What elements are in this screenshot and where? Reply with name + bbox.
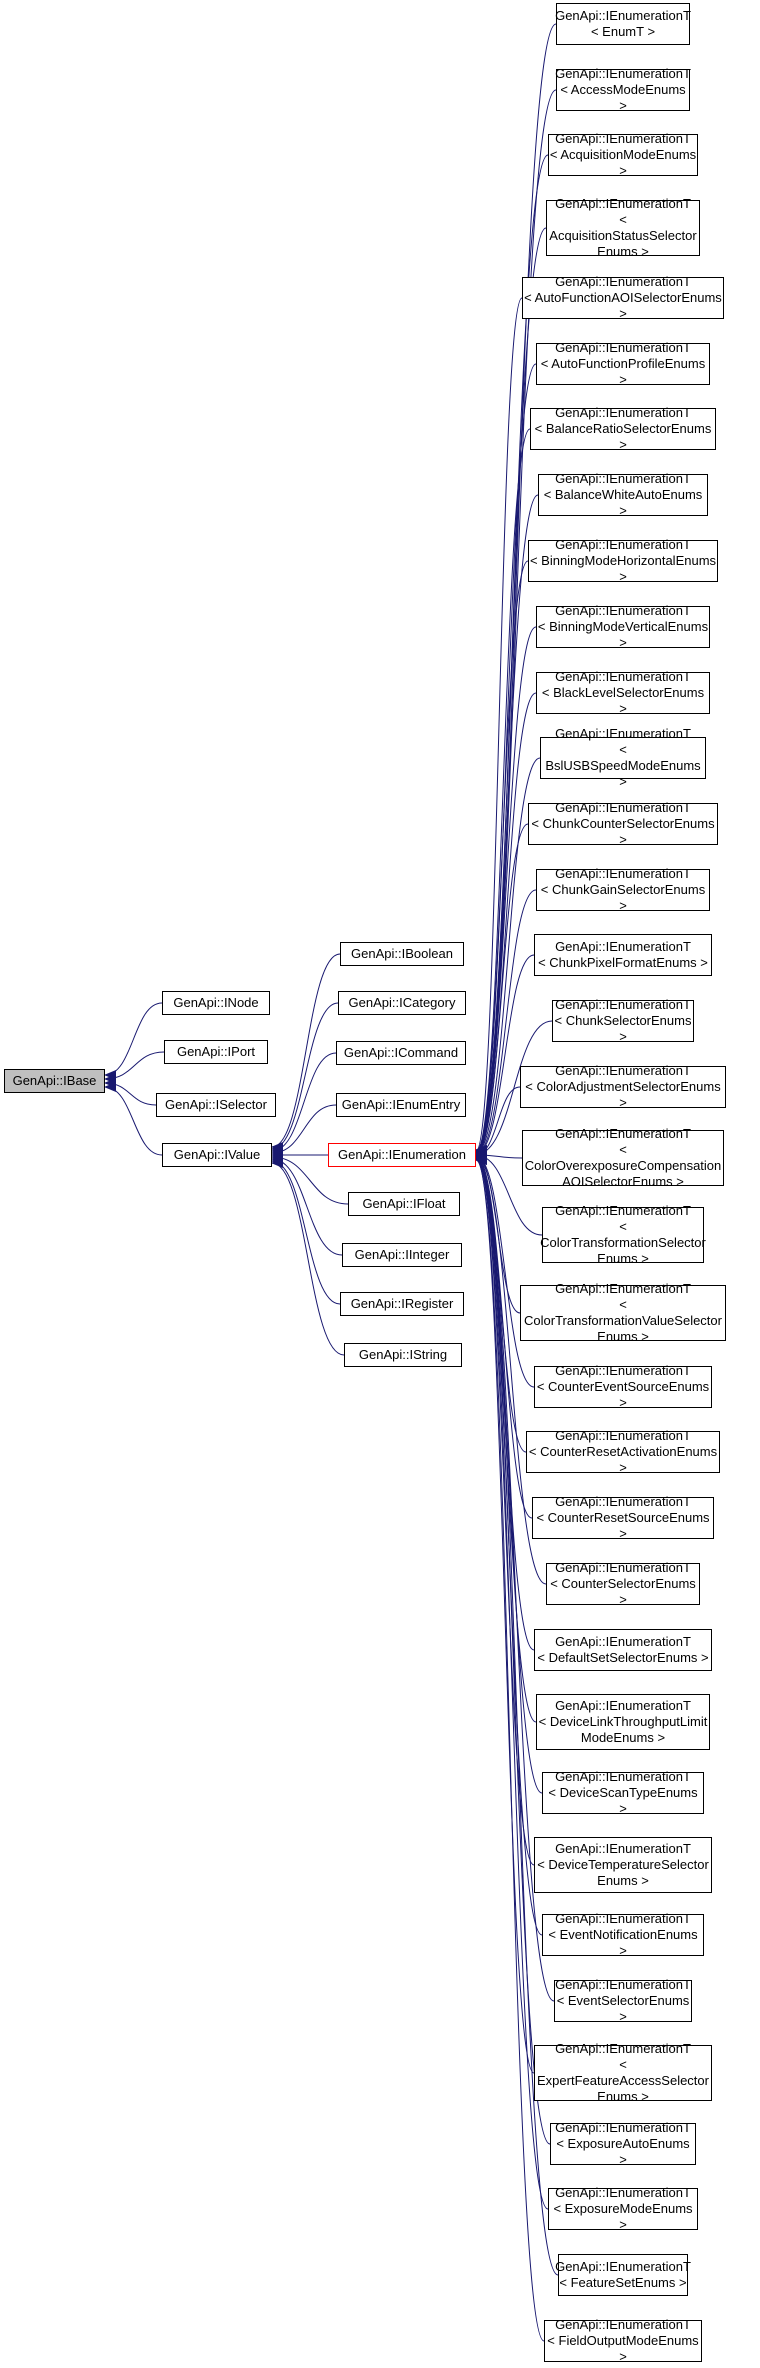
edge-to-ivalue [271,1156,341,1305]
enum-template-node[interactable]: GenApi::IEnumerationT < BlackLevelSelect… [536,669,710,716]
edge-to-ibase [104,1082,163,1156]
enum-template-node[interactable]: GenApi::IEnumerationT < ExposureAutoEnum… [550,2120,696,2167]
enum-template-node[interactable]: GenApi::IEnumerationT < BinningModeHoriz… [528,537,718,584]
edge-to-ivalue [271,1104,337,1158]
node-icommand[interactable]: GenApi::ICommand [336,1041,466,1065]
node-ifloat[interactable]: GenApi::IFloat [348,1192,460,1216]
enum-template-node[interactable]: GenApi::IEnumerationT < FieldOutputModeE… [544,2317,702,2364]
edge-to-ivalue [271,1158,345,1356]
edge-to-ivalue [271,1052,337,1156]
enum-template-node[interactable]: GenApi::IEnumerationT < DefaultSetSelect… [534,1629,712,1671]
node-ivalue[interactable]: GenApi::IValue [162,1143,272,1167]
edge-to-ienumeration [475,889,537,1159]
enum-template-node[interactable]: GenApi::IEnumerationT < ColorTransformat… [540,1203,706,1266]
enum-template-node[interactable]: GenApi::IEnumerationT < AutoFunctionProf… [536,340,710,387]
edge-to-ibase [104,1002,163,1080]
edge-to-ienumeration [475,1155,559,2276]
enum-template-node[interactable]: GenApi::IEnumerationT < BslUSBSpeedModeE… [540,726,706,789]
enum-template-node[interactable]: GenApi::IEnumerationT < AcquisitionStatu… [546,196,700,259]
enum-template-node[interactable]: GenApi::IEnumerationT < BalanceWhiteAuto… [538,471,708,518]
enum-template-node[interactable]: GenApi::IEnumerationT < ChunkSelectorEnu… [552,997,694,1044]
edge-to-ivalue [271,1152,349,1205]
edge-to-ienumeration [475,428,531,1157]
enum-template-node[interactable]: GenApi::IEnumerationT < ExpertFeatureAcc… [534,2041,712,2104]
enum-template-node[interactable]: GenApi::IEnumerationT < ColorAdjustmentS… [520,1063,726,1110]
node-iinteger[interactable]: GenApi::IInteger [342,1243,462,1267]
edge-to-ienumeration [475,1153,555,2002]
edge-to-ienumeration [475,1150,535,1388]
edge-to-ienumeration [475,1153,535,1866]
enum-template-node[interactable]: GenApi::IEnumerationT < ColorOverexposur… [522,1126,724,1189]
edge-to-ienumeration [475,757,541,1159]
enum-template-node[interactable]: GenApi::IEnumerationT < EnumT > [555,3,691,45]
edge-to-ienumeration [475,954,535,1160]
edge-to-ienumeration [475,1020,553,1160]
edge-to-ienumeration [475,1151,533,1519]
edge-to-ienumeration [475,1151,547,1585]
node-ibase: GenApi::IBase [4,1069,105,1093]
enum-template-node[interactable]: GenApi::IEnumerationT < DeviceTemperatur… [534,1837,712,1893]
edge-to-ienumeration [475,1154,549,2210]
enum-template-node[interactable]: GenApi::IEnumerationT < ChunkPixelFormat… [534,934,712,976]
enum-template-node[interactable]: GenApi::IEnumerationT < ExposureModeEnum… [548,2185,698,2232]
edge-to-ienumeration [475,823,529,1159]
edge-to-ibase [104,1051,165,1084]
enum-template-node[interactable]: GenApi::IEnumerationT < CounterEventSour… [534,1363,712,1410]
edge-to-ienumeration [475,626,537,1158]
node-icategory[interactable]: GenApi::ICategory [338,991,466,1015]
enum-template-node[interactable]: GenApi::IEnumerationT < BalanceRatioSele… [530,405,716,452]
enum-template-node[interactable]: GenApi::IEnumerationT < AcquisitionModeE… [548,131,698,178]
enum-template-node[interactable]: GenApi::IEnumerationT < DeviceScanTypeEn… [542,1769,704,1816]
edge-to-ienumeration [475,560,529,1158]
enum-template-node[interactable]: GenApi::IEnumerationT < FeatureSetEnums … [555,2254,691,2296]
node-ienumeration[interactable]: GenApi::IEnumeration [328,1143,476,1167]
edge-to-ibase [104,1078,157,1106]
enum-template-node[interactable]: GenApi::IEnumerationT < EventNotificatio… [542,1911,704,1958]
edge-to-ienumeration [475,1155,545,2342]
enum-template-node[interactable]: GenApi::IEnumerationT < DeviceLinkThroug… [536,1694,710,1750]
edge-to-ivalue [271,953,341,1152]
enum-template-node[interactable]: GenApi::IEnumerationT < AccessModeEnums … [555,66,691,113]
enum-template-node[interactable]: GenApi::IEnumerationT < ChunkCounterSele… [528,800,718,847]
enum-template-node[interactable]: GenApi::IEnumerationT < EventSelectorEnu… [554,1977,692,2024]
edge-to-ienumeration [475,23,557,1155]
node-iregister[interactable]: GenApi::IRegister [340,1292,464,1316]
node-iport[interactable]: GenApi::IPort [164,1040,268,1064]
node-istring[interactable]: GenApi::IString [344,1343,462,1367]
edge-to-ienumeration [475,297,523,1156]
node-iselector[interactable]: GenApi::ISelector [156,1093,276,1117]
enum-template-node[interactable]: GenApi::IEnumerationT < CounterResetActi… [526,1428,720,1475]
enum-template-node[interactable]: GenApi::IEnumerationT < CounterSelectorE… [546,1560,700,1607]
edge-to-ienumeration [475,494,539,1157]
node-inode[interactable]: GenApi::INode [162,991,270,1015]
enum-template-node[interactable]: GenApi::IEnumerationT < CounterResetSour… [532,1494,714,1541]
enum-template-node[interactable]: GenApi::IEnumerationT < ColorTransformat… [520,1281,726,1344]
enum-template-node[interactable]: GenApi::IEnumerationT < AutoFunctionAOIS… [522,274,724,321]
enum-template-node[interactable]: GenApi::IEnumerationT < BinningModeVerti… [536,603,710,650]
edge-to-ivalue [271,1002,339,1154]
enum-template-node[interactable]: GenApi::IEnumerationT < ChunkGainSelecto… [536,866,710,913]
node-ienumentry[interactable]: GenApi::IEnumEntry [336,1093,466,1117]
edge-to-ivalue [271,1154,343,1256]
node-iboolean[interactable]: GenApi::IBoolean [340,942,464,966]
